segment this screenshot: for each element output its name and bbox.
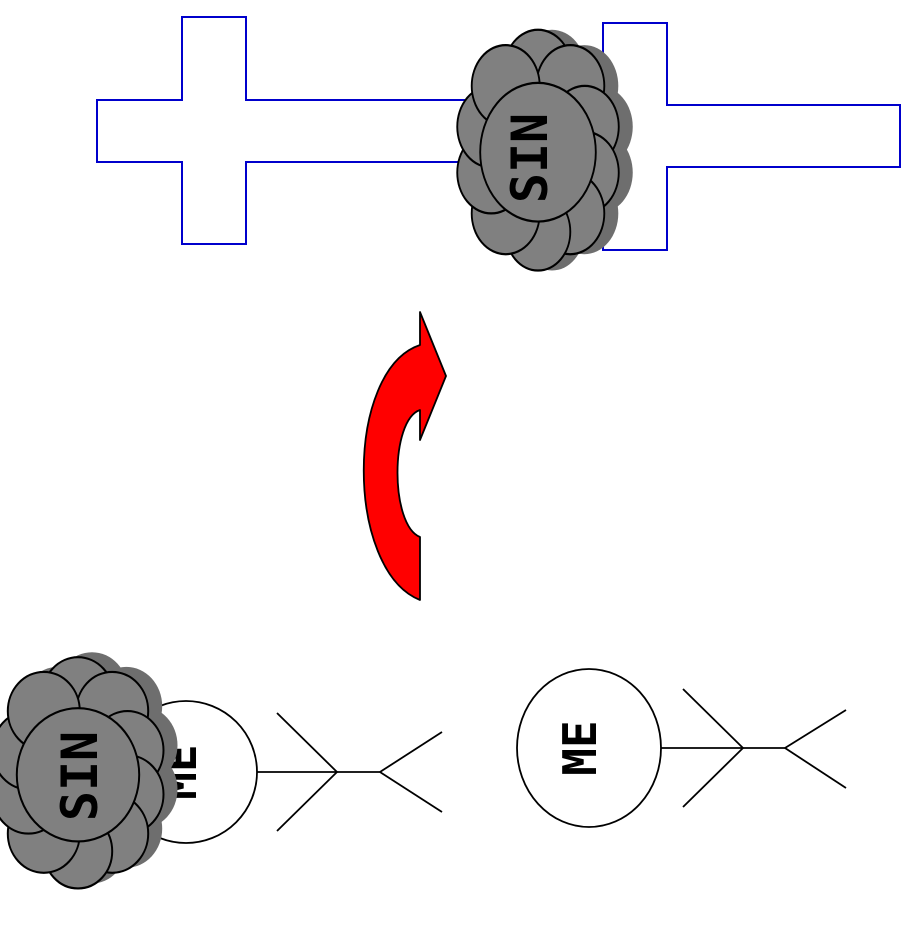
freed-arm-lower [682, 747, 744, 808]
sinner-arm-upper [276, 712, 338, 773]
freed-head-label: ME [553, 720, 607, 775]
cross-sin-cloud: SIN [456, 28, 633, 272]
sinner-leg-upper [379, 731, 443, 773]
transition-arrow [363, 311, 447, 601]
freed-leg-upper [784, 709, 847, 749]
freed-figure: ME [516, 668, 847, 828]
sinner-sin-label: SIN [51, 731, 109, 821]
freed-leg-lower [784, 747, 847, 789]
freed-arm-upper [682, 688, 744, 749]
cross-sin-label: SIN [501, 113, 559, 203]
cross-right-arm [602, 22, 901, 251]
sinner-sin-cloud: SIN [0, 652, 178, 890]
sinner-leg-lower [379, 771, 443, 813]
cross-left-arm [96, 16, 475, 245]
sinner-arm-lower [276, 771, 338, 832]
